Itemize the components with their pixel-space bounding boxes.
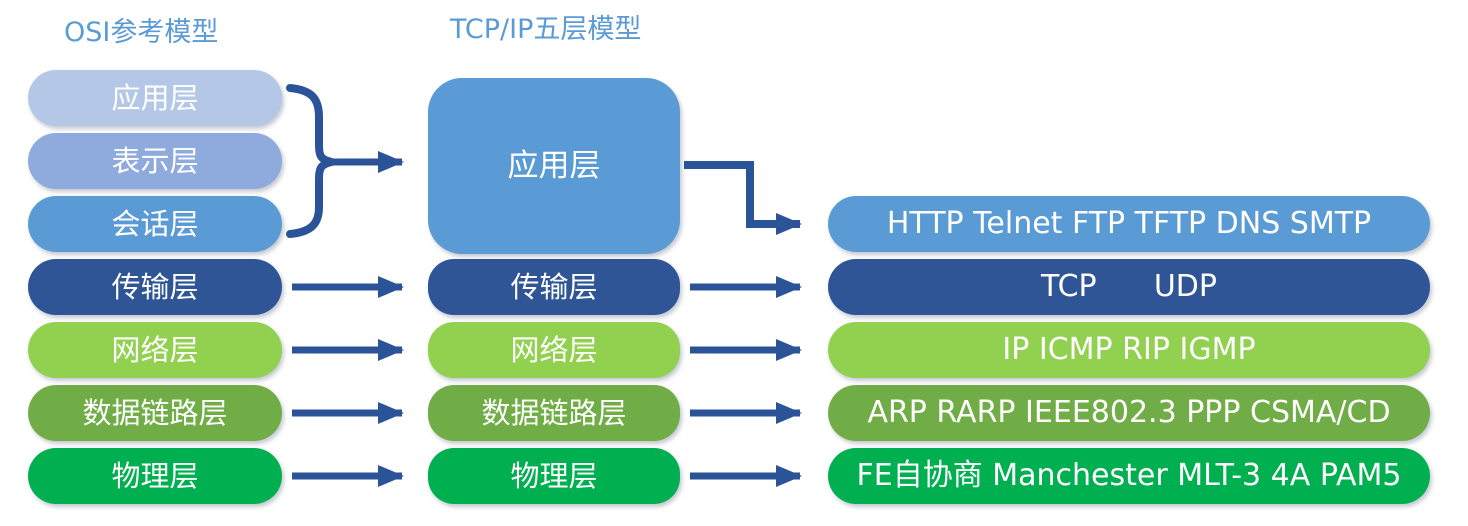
arrow-application-to-protocols	[684, 161, 802, 235]
osi-layer-presentation: 表示层	[28, 133, 282, 189]
osi-layer-session: 会话层	[28, 196, 282, 252]
tcpip-layer-network: 网络层	[428, 322, 680, 378]
osi-layer-datalink: 数据链路层	[28, 385, 282, 441]
tcpip-layer-transport: 传输层	[428, 259, 680, 315]
protocols-application: HTTP Telnet FTP TFTP DNS SMTP	[828, 196, 1430, 252]
osi-column-title: OSI参考模型	[64, 17, 219, 48]
brace-top-three-layers	[286, 84, 333, 238]
tcpip-column-title: TCP/IP五层模型	[450, 14, 642, 45]
protocols-physical: FE自协商 Manchester MLT-3 4A PAM5	[828, 448, 1430, 504]
protocols-transport: TCP UDP	[828, 259, 1430, 315]
osi-layer-network: 网络层	[28, 322, 282, 378]
osi-layer-application: 应用层	[28, 70, 282, 126]
osi-layer-transport: 传输层	[28, 259, 282, 315]
protocols-network: IP ICMP RIP IGMP	[828, 322, 1430, 378]
tcpip-layer-physical: 物理层	[428, 448, 680, 504]
tcpip-layer-application: 应用层	[428, 78, 680, 254]
tcpip-layer-datalink: 数据链路层	[428, 385, 680, 441]
osi-layer-physical: 物理层	[28, 448, 282, 504]
protocols-datalink: ARP RARP IEEE802.3 PPP CSMA/CD	[828, 385, 1430, 441]
